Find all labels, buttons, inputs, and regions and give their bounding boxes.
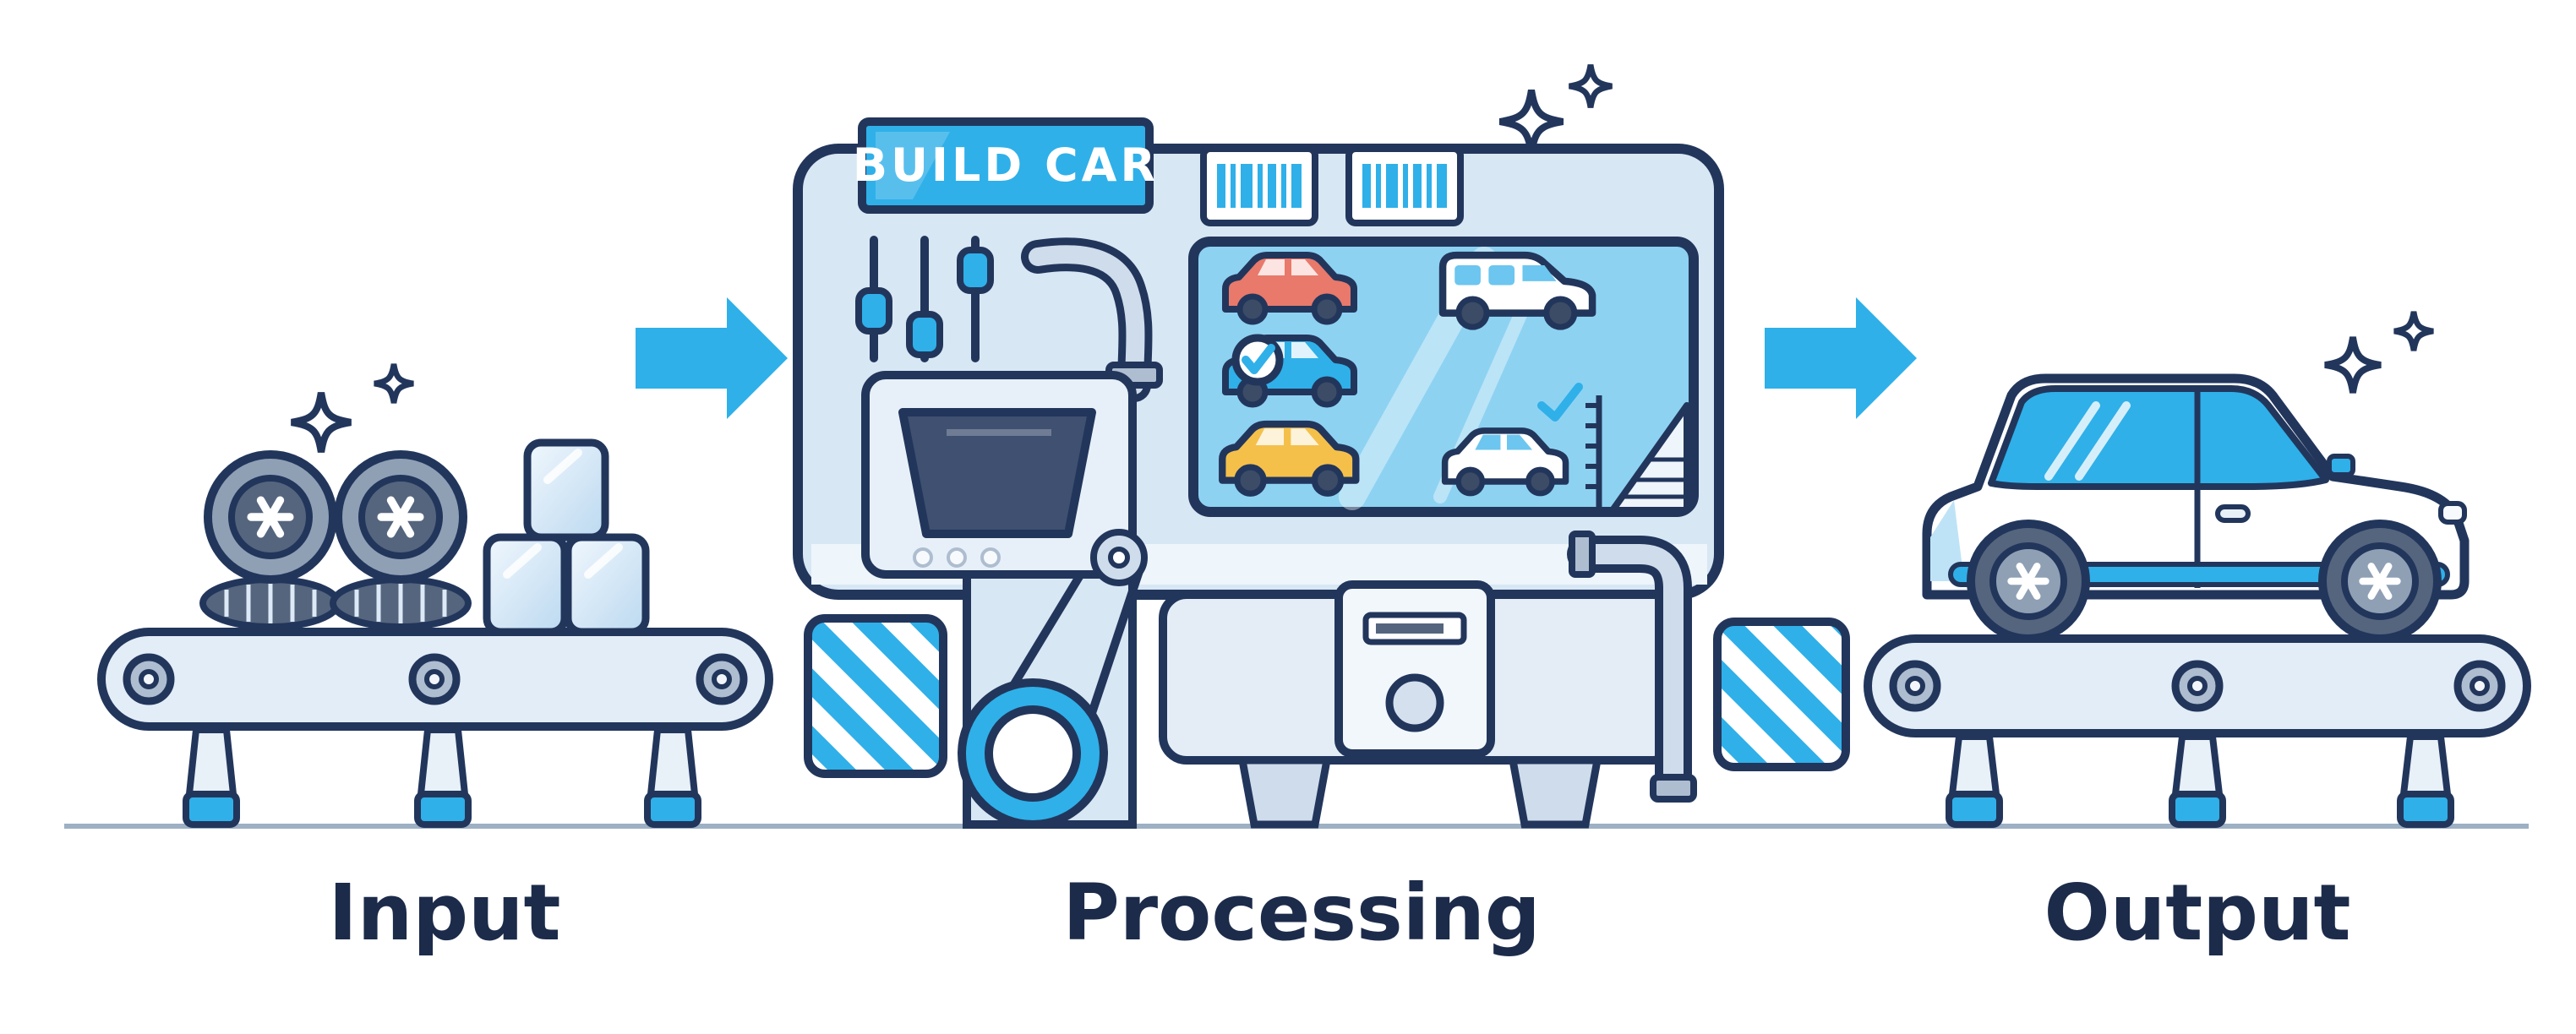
van-white-icon [1438,251,1596,330]
dispenser-screen [898,408,1096,538]
machine-leg [1237,756,1332,829]
machine-leg [1508,756,1602,829]
car-yellow-icon [1219,420,1360,497]
car-wheel-icon [1967,520,2090,643]
hazard-stripes-block [1713,618,1850,771]
stage-label-input: Input [328,868,560,958]
car-door-handle [2215,504,2251,523]
hazard-stripes-block [804,614,947,778]
dispenser-unit [861,371,1148,829]
assembly-screen [1188,237,1699,517]
box-icon [483,438,650,636]
conveyor-leg [183,727,701,828]
stage-label-output: Output [2044,868,2350,958]
car-wheel-icon [2318,520,2442,643]
tire-icon [204,450,337,584]
input-conveyor-belt [97,628,773,731]
conveyor-leg [1946,733,2454,828]
car-red-icon [1222,252,1357,325]
arrow-right-icon [1765,297,1917,419]
tire-icon [334,450,467,584]
output-conveyor-belt [1864,634,2531,737]
stage-label-processing: Processing [1062,868,1540,958]
pipe-icon [1567,531,1697,803]
car-canopy-windows [1988,385,2329,490]
car-mirror [2327,454,2355,477]
sparkle-icon [2325,337,2381,393]
build-car-sign-label: BUILD CAR [853,139,1159,192]
input-section [97,364,773,828]
conveyor-roller-icon [123,653,748,705]
car-headlight [2438,501,2467,525]
car-white-icon [1441,427,1569,497]
ruler-icon [1585,395,1690,514]
slider-controls-icon [855,236,994,362]
conveyor-roller-icon [1889,660,2506,712]
tire-stack-icon [199,450,472,630]
sparkle-icon [374,364,413,403]
sparkle-icon [2394,312,2433,351]
sparkle-icon [1569,65,1613,108]
build-car-sign: BUILD CAR [853,117,1159,214]
dispenser-dots [913,547,1001,568]
finished-car [1922,373,2470,643]
barcode-icon [1200,145,1318,226]
check-icon [1537,383,1583,422]
sparkle-icon [292,393,351,452]
output-section [1864,312,2531,828]
processing-section: BUILD CAR [793,65,1850,829]
barcode-icon [1345,145,1464,226]
pulley-wheel-icon [958,529,1148,829]
arrow-right-icon [636,297,788,419]
car-rear-panel [1930,500,1964,581]
control-box-icon [1334,580,1495,758]
check-badge-icon [1231,334,1284,386]
